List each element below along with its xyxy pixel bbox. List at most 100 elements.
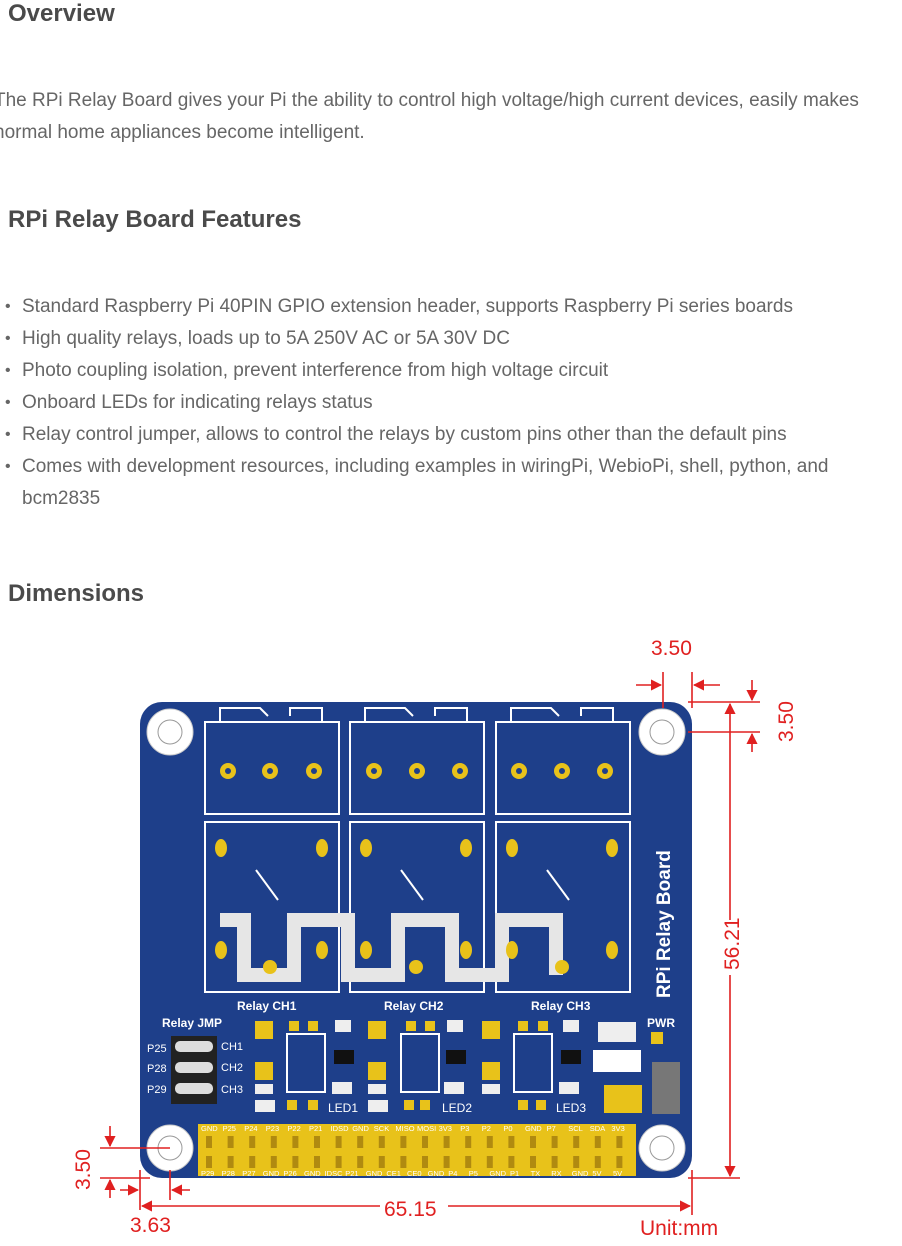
gpio-bottom-label: 5V (592, 1169, 601, 1178)
gpio-pin (400, 1136, 407, 1148)
gpio-pin (249, 1136, 256, 1148)
jmp-right-ch1: CH1 (221, 1041, 243, 1053)
gpio-pin (486, 1156, 493, 1168)
gpio-pin (206, 1136, 212, 1148)
gpio-bottom-label: CE0 (407, 1169, 422, 1178)
gpio-pin (486, 1136, 493, 1148)
gpio-pin (227, 1136, 234, 1148)
jmp-left-p29: P29 (147, 1084, 167, 1096)
gpio-bottom-label: RX (551, 1169, 561, 1178)
gpio-top-label: P3 (460, 1124, 469, 1133)
gpio-pin (465, 1136, 472, 1148)
led2-label: LED2 (442, 1101, 472, 1115)
gpio-pin (573, 1136, 580, 1148)
gpio-top-label: SCK (374, 1124, 389, 1133)
gpio-bottom-label: GND (489, 1169, 506, 1178)
gpio-bottom-label: IDSC (325, 1169, 344, 1178)
gpio-pin (594, 1136, 601, 1148)
gpio-bottom-label: P28 (222, 1169, 235, 1178)
feature-item: Relay control jumper, allows to control … (0, 419, 880, 451)
terminal-blocks (204, 707, 631, 815)
gpio-pin (335, 1156, 342, 1168)
gpio-top-label: P24 (244, 1124, 257, 1133)
gpio-pin (443, 1136, 450, 1148)
gpio-pin (400, 1156, 407, 1168)
gpio-pin (206, 1156, 212, 1168)
gpio-top-label: P0 (503, 1124, 512, 1133)
overview-line-2: normal home appliances become intelligen… (0, 122, 365, 143)
relay-outlines (204, 821, 631, 993)
gpio-bottom-label: GND (263, 1169, 280, 1178)
gpio-bottom-label: TX (531, 1169, 541, 1178)
board-title: RPi Relay Board (654, 850, 675, 998)
gpio-top-label: GND (525, 1124, 542, 1133)
dim-width: 65.15 (384, 1198, 437, 1221)
gpio-bottom-label: P27 (242, 1169, 255, 1178)
overview-paragraph: The RPi Relay Board gives your Pi the ab… (0, 85, 902, 149)
gpio-top-label: 3V3 (611, 1124, 624, 1133)
dim-bottom-offset: 3.63 (130, 1214, 171, 1237)
gpio-top-label: P22 (287, 1124, 300, 1133)
features-heading: RPi Relay Board Features (8, 206, 302, 233)
gpio-pin (443, 1156, 450, 1168)
gpio-top-label: P21 (309, 1124, 322, 1133)
gpio-bottom-label: P26 (283, 1169, 296, 1178)
relay-ch2-label: Relay CH2 (384, 999, 444, 1013)
isolation-slot (220, 913, 563, 982)
gpio-pin (594, 1156, 601, 1168)
jmp-right-ch2: CH2 (221, 1062, 243, 1074)
gpio-bottom-label: P1 (510, 1169, 519, 1178)
feature-item: Onboard LEDs for indicating relays statu… (0, 387, 880, 419)
gpio-bottom-label: P21 (345, 1169, 358, 1178)
dimensions-heading: Dimensions (8, 580, 145, 607)
gpio-pin (551, 1156, 558, 1168)
gpio-pin (616, 1136, 623, 1148)
gpio-pin (292, 1136, 299, 1148)
gpio-bottom-label: GND (572, 1169, 589, 1178)
dim-right-offset: 3.50 (775, 701, 798, 742)
mounting-holes (146, 708, 686, 1172)
gpio-top-label: P25 (223, 1124, 236, 1133)
relay-ch3-label: Relay CH3 (531, 999, 591, 1013)
gpio-pin (508, 1136, 515, 1148)
overview-line-1: The RPi Relay Board gives your Pi the ab… (0, 90, 859, 111)
gpio-top-label: MISO (395, 1124, 414, 1133)
gpio-pin (530, 1136, 536, 1148)
gpio-pin (378, 1156, 385, 1168)
gpio-pin (314, 1136, 320, 1148)
gpio-pin (422, 1136, 428, 1148)
gpio-top-label: P23 (266, 1124, 279, 1133)
relay-jmp-label: Relay JMP (162, 1016, 222, 1030)
gpio-pin (292, 1156, 299, 1168)
gpio-top-label: MOSI (417, 1124, 436, 1133)
gpio-bottom-label: P29 (201, 1169, 214, 1178)
feature-item: High quality relays, loads up to 5A 250V… (0, 323, 880, 355)
dim-height: 56.21 (721, 917, 744, 970)
gpio-pin (551, 1136, 558, 1148)
jmp-left-p25: P25 (147, 1043, 167, 1055)
pwr-label: PWR (647, 1016, 675, 1030)
gpio-pin (465, 1156, 472, 1168)
gpio-top-label: SCL (568, 1124, 583, 1133)
feature-item: Comes with development resources, includ… (0, 451, 880, 515)
gpio-pin (270, 1156, 277, 1168)
dim-left-offset: 3.50 (72, 1149, 95, 1190)
led1-label: LED1 (328, 1101, 358, 1115)
gpio-pin (508, 1156, 515, 1168)
feature-item: Standard Raspberry Pi 40PIN GPIO extensi… (0, 291, 880, 323)
led3-label: LED3 (556, 1101, 586, 1115)
relay-pads (215, 839, 618, 974)
overview-heading: Overview (8, 0, 115, 27)
gpio-pin (335, 1136, 342, 1148)
gpio-pin (357, 1136, 364, 1148)
gpio-bottom-label: P4 (448, 1169, 457, 1178)
unit-label: Unit:mm (640, 1217, 718, 1240)
gpio-top-label: 3V3 (439, 1124, 452, 1133)
gpio-pin (357, 1156, 364, 1168)
dim-top-offset: 3.50 (651, 637, 692, 660)
gpio-pin (616, 1156, 623, 1168)
gpio-pin (227, 1156, 234, 1168)
